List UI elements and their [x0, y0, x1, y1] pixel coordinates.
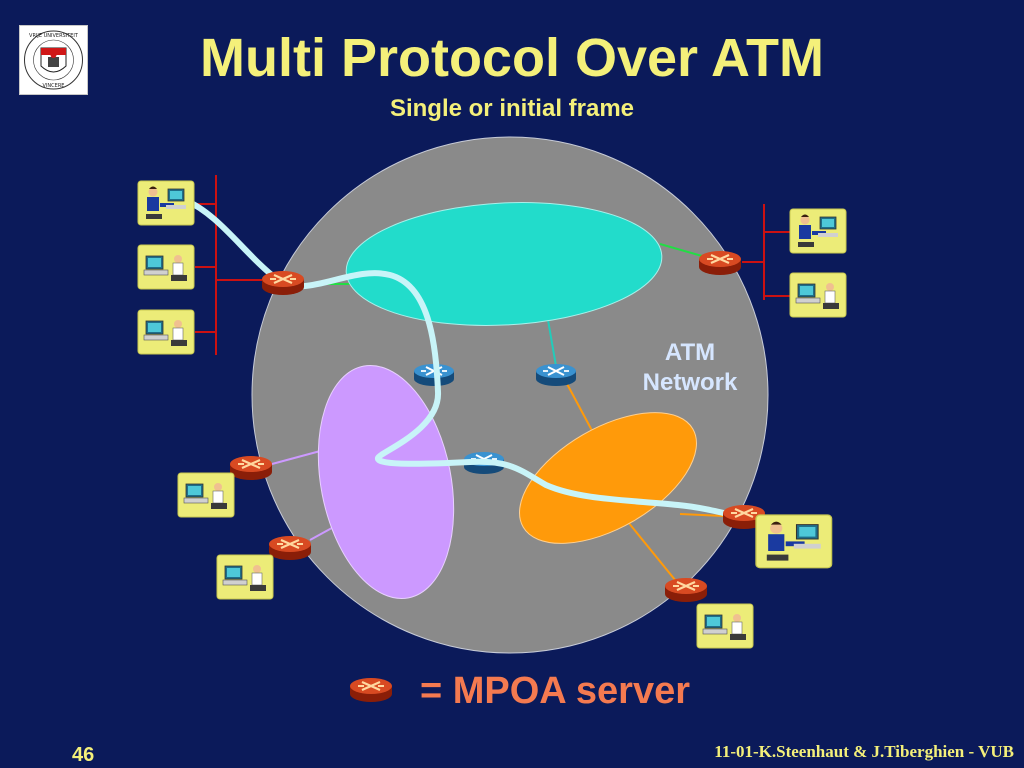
svg-text:VRIJE UNIVERSITEIT: VRIJE UNIVERSITEIT	[29, 33, 79, 39]
footer-credit: 11-01-K.Steenhaut & J.Tiberghien - VUB	[714, 742, 1014, 761]
workstation-icon	[755, 514, 833, 569]
workstation-icon	[789, 272, 847, 318]
workstation-icon	[177, 472, 235, 518]
svg-text:VINCERE: VINCERE	[43, 83, 65, 89]
mpoa-server-icon	[697, 249, 743, 277]
workstation-icon	[696, 603, 754, 649]
workstation-icon	[789, 208, 847, 254]
mpoa-server-icon	[228, 454, 274, 482]
legend-label: = MPOA server	[420, 670, 691, 712]
workstation-icon	[216, 554, 274, 600]
lan-violet	[317, 365, 455, 599]
lan-cyan	[345, 202, 663, 326]
lan-orange	[519, 412, 697, 544]
workstation-icon	[137, 309, 195, 355]
atm-switch-icon	[535, 363, 577, 387]
atm-label-line1: ATM	[664, 339, 716, 366]
mpoa-server-icon	[260, 269, 306, 297]
legend-mpoa-server-icon	[348, 676, 394, 704]
slide-subtitle: Single or initial frame	[389, 95, 635, 122]
slide-title: Multi Protocol Over ATM	[199, 28, 824, 88]
workstation-icon	[137, 180, 195, 226]
page-number: 46	[72, 744, 95, 766]
university-seal-icon: VRIJE UNIVERSITEIT VINCERE	[19, 25, 88, 95]
workstation-icon	[137, 244, 195, 290]
mpoa-server-icon	[663, 576, 709, 604]
atm-network-label: ATM Network	[620, 338, 760, 398]
mpoa-server-icon	[267, 534, 313, 562]
atm-label-line2: Network	[642, 369, 738, 396]
